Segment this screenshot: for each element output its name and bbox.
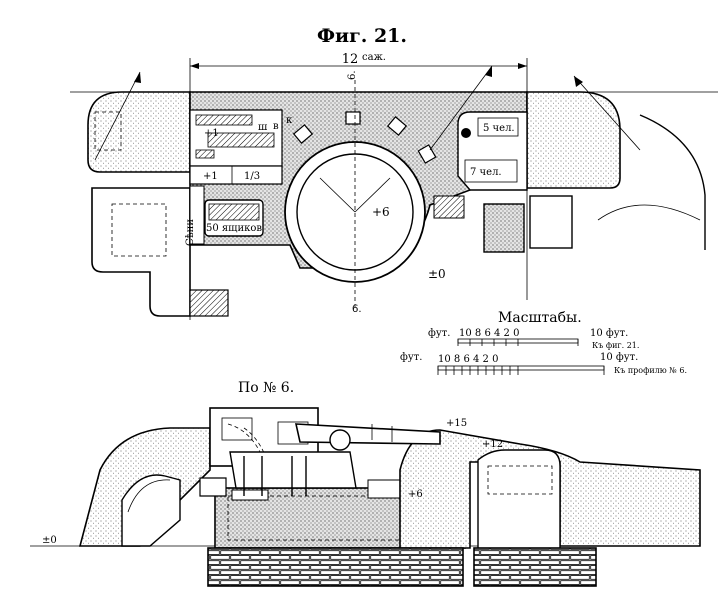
- level-plus-6: +6: [408, 489, 423, 500]
- foundation-pocket-left: [231, 489, 269, 501]
- label-entrance: Сѣни: [185, 219, 196, 246]
- left-casemate-traverse: [87, 91, 191, 173]
- niche-4: [292, 124, 314, 144]
- left-hidden-opening: [94, 111, 122, 151]
- shelf-top: [195, 114, 253, 126]
- scale2-unit-left: фут.: [400, 352, 422, 363]
- scales-block: Масштабы. фут. 10 8 6 4 2 0 10 фут. Къ ф…: [400, 310, 687, 375]
- scales-title: Масштабы.: [498, 310, 582, 326]
- scale1-unit-right: 10 фут.: [590, 328, 628, 339]
- section-marker-top: 6.: [347, 70, 358, 80]
- gun-level-label: +6: [372, 205, 390, 219]
- fire-arrow-center: [429, 65, 493, 151]
- foundation-inner-outline: [227, 495, 457, 541]
- shelf-middle: [207, 132, 275, 148]
- scale1-unit-left: фут.: [428, 328, 450, 339]
- left-lower-casemate: [91, 187, 191, 317]
- label-5-men: 5 чел.: [483, 123, 515, 134]
- niche-3: [417, 144, 437, 164]
- fire-arrow-right: [573, 75, 641, 151]
- profile-title: По № 6.: [238, 380, 294, 396]
- level-plus-one-mid: +1: [203, 171, 218, 182]
- fire-arrow-left: [94, 71, 141, 161]
- fire-arrow-right-head: [574, 76, 583, 87]
- gun-trunnion: [329, 429, 351, 451]
- box-stack: [208, 203, 260, 221]
- right-traverse: [526, 91, 621, 189]
- right-hatched-wall: [433, 195, 465, 219]
- niche-2: [386, 116, 408, 136]
- mark-k: к: [286, 115, 293, 126]
- level-plus-one-top: +1: [204, 128, 219, 139]
- carriage-legs: [243, 456, 307, 496]
- traverse-line-left: [319, 177, 356, 213]
- level-zero-left: ±0: [42, 535, 57, 546]
- right-lower-block: [483, 203, 525, 253]
- ground-level-label: ±0: [428, 267, 446, 281]
- shield-port: [221, 417, 253, 441]
- left-arch-inner: [127, 479, 171, 513]
- traverse-line-right: [354, 177, 391, 213]
- section-marker-bottom: 6.: [352, 304, 362, 315]
- scale1-note: Къ фиг. 21.: [592, 341, 639, 350]
- scale2-unit-right: 10 фут.: [600, 352, 638, 363]
- figure-title: Фиг. 21.: [317, 25, 407, 47]
- right-shelter: [457, 111, 528, 191]
- entrance-hall: [189, 185, 205, 245]
- niche-1: [345, 111, 361, 125]
- gun-carriage: [229, 451, 357, 489]
- adjacent-arc: [597, 204, 701, 221]
- label-one-third: 1/3: [244, 171, 260, 182]
- label-50-boxes: 50 ящиков: [206, 223, 262, 234]
- scale2-ticks: 10 8 6 4 2 0: [438, 354, 498, 365]
- right-shelter-outline: [487, 465, 553, 495]
- scale2-note: Къ профилю № 6.: [614, 366, 687, 375]
- scale1-ticks: 10 8 6 4 2 0: [459, 328, 519, 339]
- left-gallery-arch: [121, 474, 181, 547]
- profile-view: По № 6. ±0 ±0 +15 +12 +6: [30, 380, 701, 587]
- level-plus-12: +12: [482, 439, 503, 450]
- dimension-arrow-left: [190, 63, 199, 69]
- shelf-bottom: [195, 149, 215, 159]
- scale2-bar: [437, 365, 605, 371]
- level-plus-15: +15: [446, 418, 467, 429]
- mark-v: в: [273, 121, 279, 132]
- brick-foundation-right: [473, 547, 597, 587]
- dimension-arrow-right: [518, 63, 527, 69]
- fire-arrow-left-head: [134, 72, 141, 83]
- brick-foundation-left: [207, 547, 464, 587]
- label-7-men: 7 чел.: [470, 167, 502, 178]
- gun-barrel: [294, 423, 441, 445]
- plan-view: 12 саж. +1 ш в к +1 1/3 Сѣни 50 ящи: [70, 52, 718, 320]
- right-lower-room: [529, 195, 573, 249]
- overall-dimension-unit: саж.: [362, 52, 386, 63]
- well-marker: [461, 128, 471, 138]
- room-7-outline: [464, 159, 518, 183]
- scale2-tick-marks: [437, 366, 605, 375]
- right-shelter-section: [477, 449, 561, 548]
- scale1-tick-marks: [457, 339, 579, 346]
- left-room-outline: [111, 203, 167, 257]
- passage: [189, 165, 283, 185]
- carriage-rear: [199, 477, 227, 497]
- left-hatched-wall: [189, 289, 229, 317]
- mark-m: ш: [258, 122, 268, 133]
- adjacent-battery-outline: [639, 114, 706, 250]
- fire-arrow-center-head: [485, 66, 492, 77]
- room-5-outline: [477, 117, 519, 137]
- overall-dimension-value: 12: [342, 52, 359, 67]
